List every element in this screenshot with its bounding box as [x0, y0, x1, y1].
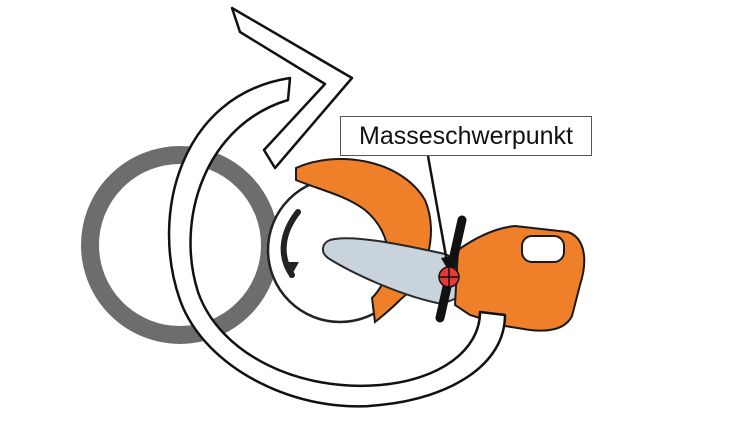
- handle-opening: [521, 235, 565, 263]
- motor-housing: [453, 224, 586, 332]
- label-pointer-arrowhead: [441, 256, 452, 270]
- label-pointer-line: [426, 155, 449, 263]
- rotation-arrowhead: [230, 6, 354, 170]
- center-of-mass-label: Masseschwerpunkt: [340, 116, 592, 156]
- disc-rotation-arrowhead: [283, 262, 299, 278]
- saw-arm: [322, 237, 463, 306]
- rotation-arrow: [167, 76, 507, 408]
